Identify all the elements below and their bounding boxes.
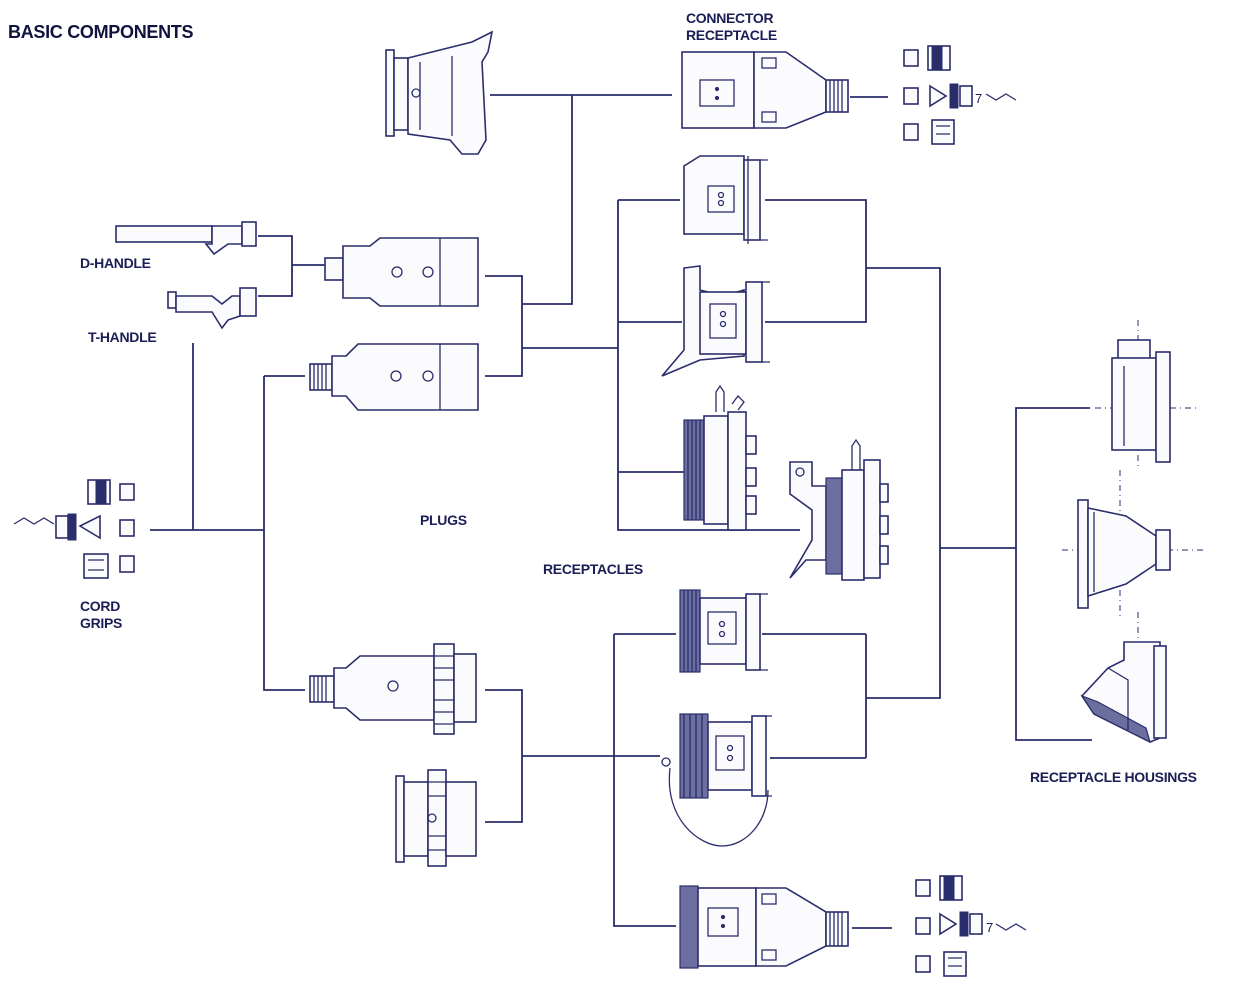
d-handle-label: D-HANDLE bbox=[80, 255, 151, 271]
cord-grips-label-line2: GRIPS bbox=[80, 615, 122, 631]
plugs-label: PLUGS bbox=[420, 512, 467, 528]
cord-grip-parts-left bbox=[13, 479, 135, 579]
receptacle-threaded-3 bbox=[683, 384, 757, 531]
plug-threaded-coupling bbox=[309, 643, 477, 735]
plug-with-handle-mount bbox=[324, 237, 479, 307]
receptacle-with-cap-lower bbox=[661, 713, 772, 847]
plug-flanged-coupling bbox=[395, 769, 477, 867]
connector-receptacle-top bbox=[681, 51, 849, 129]
svg-text:7: 7 bbox=[986, 920, 993, 935]
receptacle-angled-threaded-4 bbox=[789, 438, 889, 581]
svg-text:7: 7 bbox=[975, 91, 982, 106]
receptacle-housings-label: RECEPTACLE HOUSINGS bbox=[1030, 769, 1197, 785]
receptacle-flange-1 bbox=[683, 155, 768, 244]
connector-lines bbox=[150, 94, 1092, 929]
t-handle-label: T-HANDLE bbox=[88, 329, 156, 345]
receptacle-housing-bell bbox=[1062, 470, 1205, 620]
cord-grip-parts-top: 7 bbox=[903, 45, 1017, 145]
d-handle bbox=[115, 221, 257, 256]
connector-receptacle-label-line1: CONNECTOR bbox=[686, 10, 773, 26]
connector-receptacle-lower bbox=[679, 885, 849, 969]
receptacle-housing-straight bbox=[1095, 320, 1200, 470]
receptacle-threaded-lower bbox=[679, 589, 768, 673]
receptacle-housing-angled bbox=[1080, 612, 1167, 744]
diagram-title: BASIC COMPONENTS bbox=[8, 22, 194, 42]
angled-plug-top bbox=[385, 30, 494, 155]
cord-grip-parts-bottom: 7 bbox=[915, 875, 1027, 977]
connector-receptacle-label-line2: RECEPTACLE bbox=[686, 27, 777, 43]
straight-plug-upper bbox=[309, 343, 479, 411]
cord-grips-label-line1: CORD bbox=[80, 598, 120, 614]
receptacles-label: RECEPTACLES bbox=[543, 561, 643, 577]
receptacle-angled-2 bbox=[661, 265, 770, 377]
t-handle bbox=[167, 287, 257, 330]
